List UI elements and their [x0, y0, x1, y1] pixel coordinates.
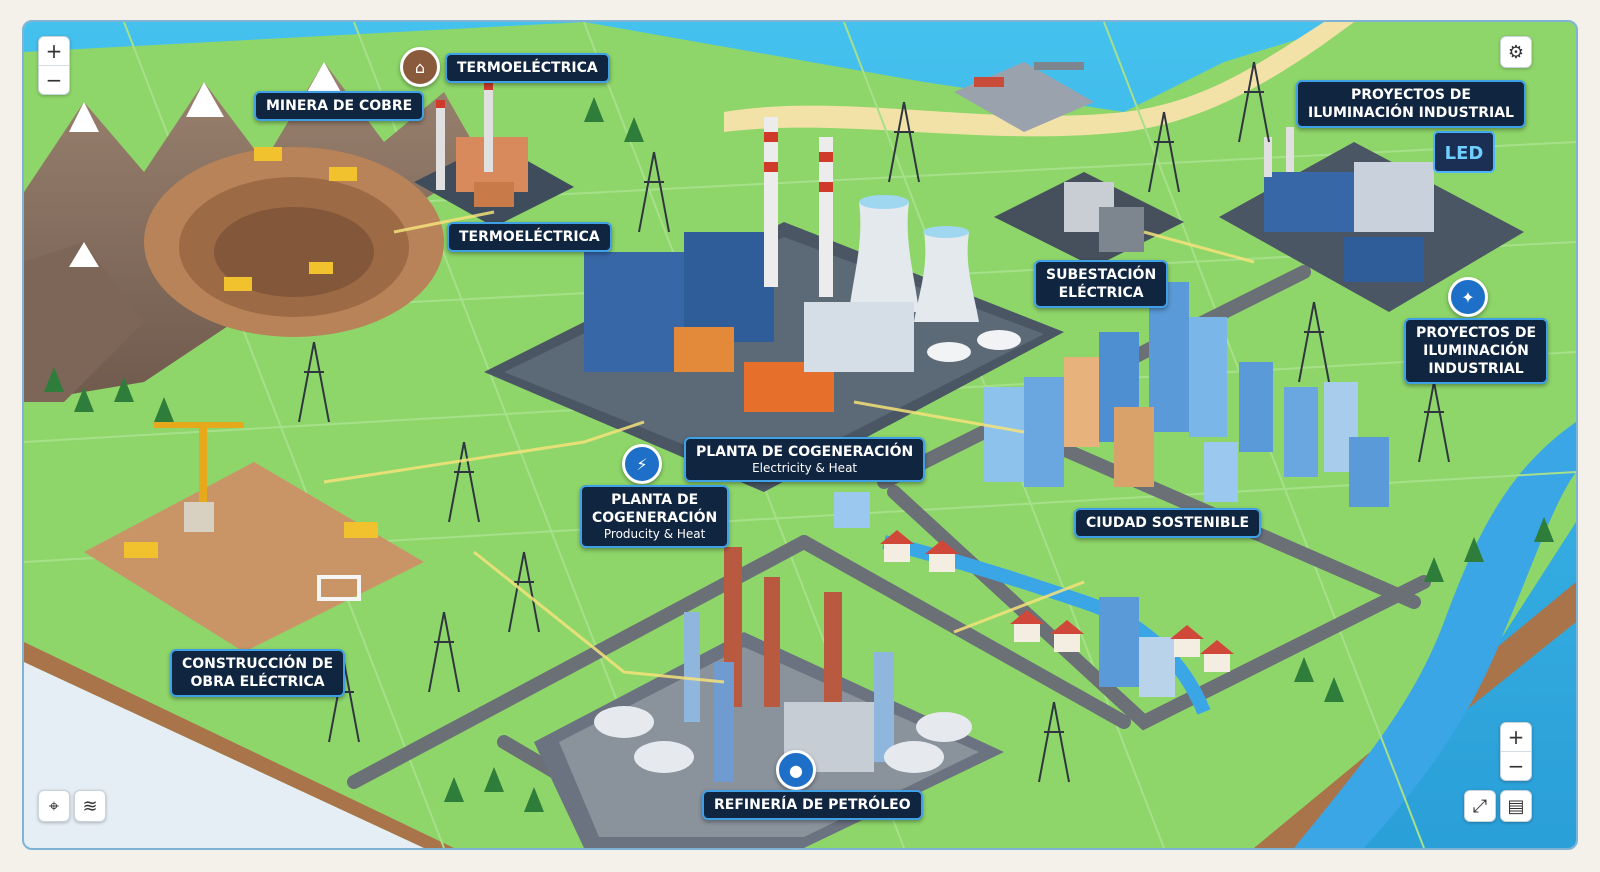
- locate-button[interactable]: ⌖: [38, 790, 70, 822]
- factory-icon[interactable]: ⌂: [400, 47, 440, 87]
- layers-stack-icon: ▤: [1507, 795, 1525, 817]
- cogeneration-plant: [484, 117, 1064, 492]
- label-refineria-de-petroleo[interactable]: REFINERÍA DE PETRÓLEO: [702, 790, 923, 820]
- trees: [44, 97, 1554, 812]
- houses: [884, 542, 1230, 672]
- planta-center-subtitle: Electricity & Heat: [752, 461, 858, 475]
- oil-drop-icon[interactable]: ●: [776, 750, 816, 790]
- label-proyectos-iluminacion-right[interactable]: PROYECTOS DE ILUMINACIÓN INDUSTRIAL: [1404, 318, 1549, 384]
- label-termoelectrica-mid[interactable]: TERMOELÉCTRICA: [447, 222, 612, 252]
- port: [954, 62, 1094, 132]
- settings-button[interactable]: ⚙: [1500, 36, 1532, 68]
- industrial-lighting-complex: LED: [1219, 127, 1524, 312]
- label-proyectos-iluminacion-top[interactable]: PROYECTOS DE ILUMINACIÓN INDUSTRIAL: [1296, 80, 1526, 128]
- city-buildings: [834, 282, 1389, 697]
- thermo-plant-small: [414, 82, 574, 227]
- zoom-in-button[interactable]: +: [45, 39, 63, 63]
- planta-left-title: PLANTA DE COGENERACIÓN: [592, 492, 718, 526]
- zoom-control-top-left: + −: [38, 36, 70, 95]
- layers-button[interactable]: ≋: [74, 790, 106, 822]
- label-minera-de-cobre[interactable]: MINERA DE COBRE: [254, 91, 425, 121]
- label-construccion-obra-electrica[interactable]: CONSTRUCCIÓN DE OBRA ELÉCTRICA: [170, 649, 346, 697]
- label-planta-cogeneracion-center[interactable]: PLANTA DE COGENERACIÓN Electricity & Hea…: [684, 437, 926, 482]
- label-termoelectrica-top[interactable]: TERMOELÉCTRICA: [445, 53, 610, 83]
- oil-refinery: [534, 547, 1004, 848]
- label-ciudad-sostenible[interactable]: CIUDAD SOSTENIBLE: [1074, 508, 1262, 538]
- layers-icon: ≋: [82, 795, 98, 817]
- beach: [724, 22, 1354, 137]
- gear-icon: ⚙: [1507, 41, 1525, 63]
- construction-site: [84, 422, 424, 652]
- substation: [994, 172, 1184, 267]
- zoom-out-button[interactable]: −: [39, 65, 69, 94]
- zoom-control-bottom-right: + −: [1500, 722, 1532, 781]
- copper-mine-pit: [144, 147, 444, 337]
- isometric-map[interactable]: LED: [24, 22, 1576, 848]
- led-sign-text: LED: [1445, 143, 1484, 164]
- power-lines: [323, 210, 1255, 684]
- label-planta-cogeneracion-left[interactable]: PLANTA DE COGENERACIÓN Producity & Heat: [580, 485, 730, 548]
- river-east: [1294, 422, 1576, 848]
- power-towers: [298, 61, 1450, 783]
- fullscreen-button[interactable]: ⤢: [1464, 790, 1496, 822]
- label-subestacion-electrica[interactable]: SUBESTACIÓN ELÉCTRICA: [1034, 260, 1169, 308]
- map-frame: LED: [22, 20, 1578, 850]
- map-style-button[interactable]: ▤: [1500, 790, 1532, 822]
- planta-left-subtitle: Producity & Heat: [603, 527, 706, 541]
- power-plug-icon[interactable]: ⚡: [622, 444, 662, 484]
- crosshair-icon: ⌖: [48, 795, 60, 817]
- house-roofs: [880, 530, 1234, 654]
- zoom-in-button-2[interactable]: +: [1507, 725, 1525, 749]
- fullscreen-icon: ⤢: [1472, 795, 1488, 817]
- land-edge: [24, 642, 454, 848]
- lightbulb-icon[interactable]: ✦: [1448, 277, 1488, 317]
- zoom-out-button-2[interactable]: −: [1501, 751, 1531, 780]
- planta-center-title: PLANTA DE COGENERACIÓN: [696, 444, 914, 460]
